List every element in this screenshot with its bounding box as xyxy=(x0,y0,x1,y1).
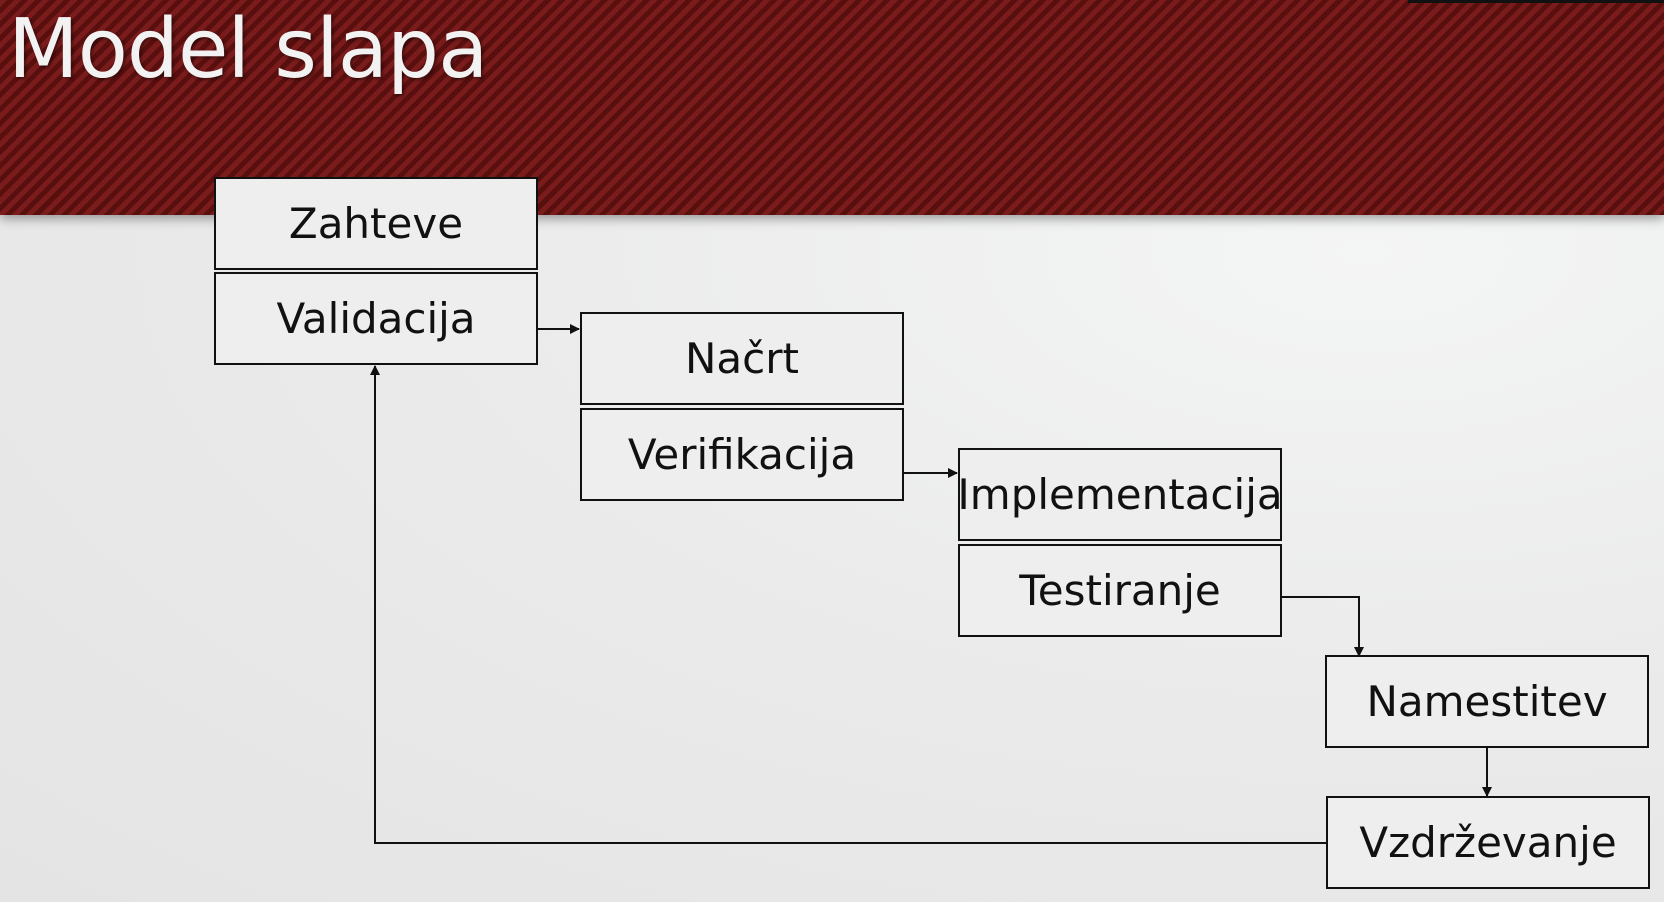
phase-testiranje: Testiranje xyxy=(958,544,1282,637)
phase-validacija: Validacija xyxy=(214,272,538,365)
phase-verifikacija: Verifikacija xyxy=(580,408,904,501)
phase-namestitev: Namestitev xyxy=(1325,655,1649,748)
slide-title: Model slapa xyxy=(8,2,488,97)
phase-implementacija: Implementacija xyxy=(957,448,1283,541)
phase-vzdrzevanje: Vzdrževanje xyxy=(1326,796,1650,889)
phase-zahteve: Zahteve xyxy=(214,177,538,270)
corner-bar xyxy=(1408,0,1664,3)
phase-nacrt: Načrt xyxy=(580,312,904,405)
arrow-testiranje-to-namestitev xyxy=(1278,596,1364,657)
